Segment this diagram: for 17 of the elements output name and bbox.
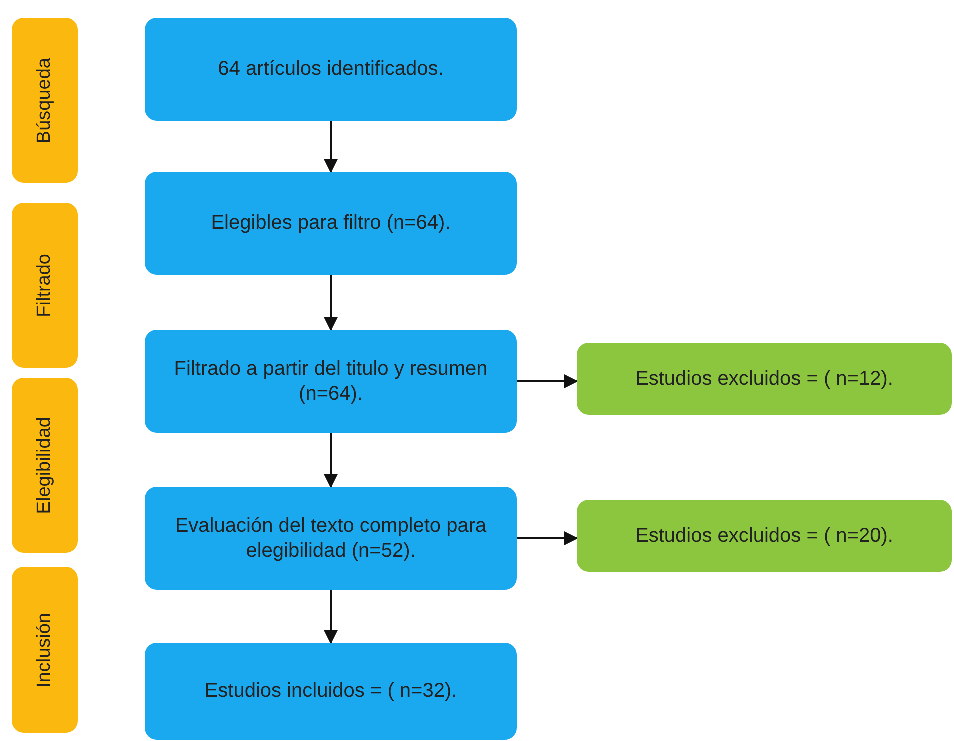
process-box: 64 artículos identificados. [145,18,517,121]
arrow [324,121,338,174]
exclusion-box: Estudios excluidos = ( n=20). [577,500,952,572]
phase-label: Filtrado [12,203,78,368]
arrow [324,433,338,488]
process-box: Elegibles para filtro (n=64). [145,172,517,275]
process-box: Filtrado a partir del titulo y resumen (n=64). [145,330,517,433]
arrow [324,275,338,332]
phase-label: Elegibilidad [12,378,78,553]
phase-label: Búsqueda [12,18,78,183]
process-box: Estudios incluidos = ( n=32). [145,643,517,740]
arrow [324,590,338,644]
arrow [517,374,578,388]
arrow [517,532,578,546]
process-box: Evaluación del texto completo para elegibilidad (n=52). [145,487,517,590]
exclusion-box: Estudios excluidos = ( n=12). [577,343,952,415]
phase-label: Inclusión [12,567,78,733]
